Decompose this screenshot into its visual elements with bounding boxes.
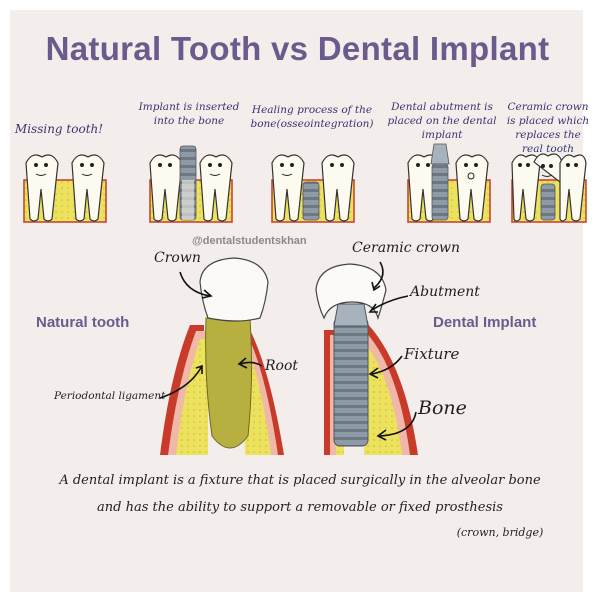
stage-3-osseointegration [272, 155, 354, 222]
stage-1-missing-tooth [24, 155, 106, 222]
stage-5-crown-placed [512, 154, 586, 222]
stage-4-abutment-placed [408, 144, 490, 222]
natural-tooth-diagram [160, 258, 284, 455]
stage-2-implant-inserted [150, 146, 232, 222]
dental-implant-diagram [316, 264, 418, 455]
